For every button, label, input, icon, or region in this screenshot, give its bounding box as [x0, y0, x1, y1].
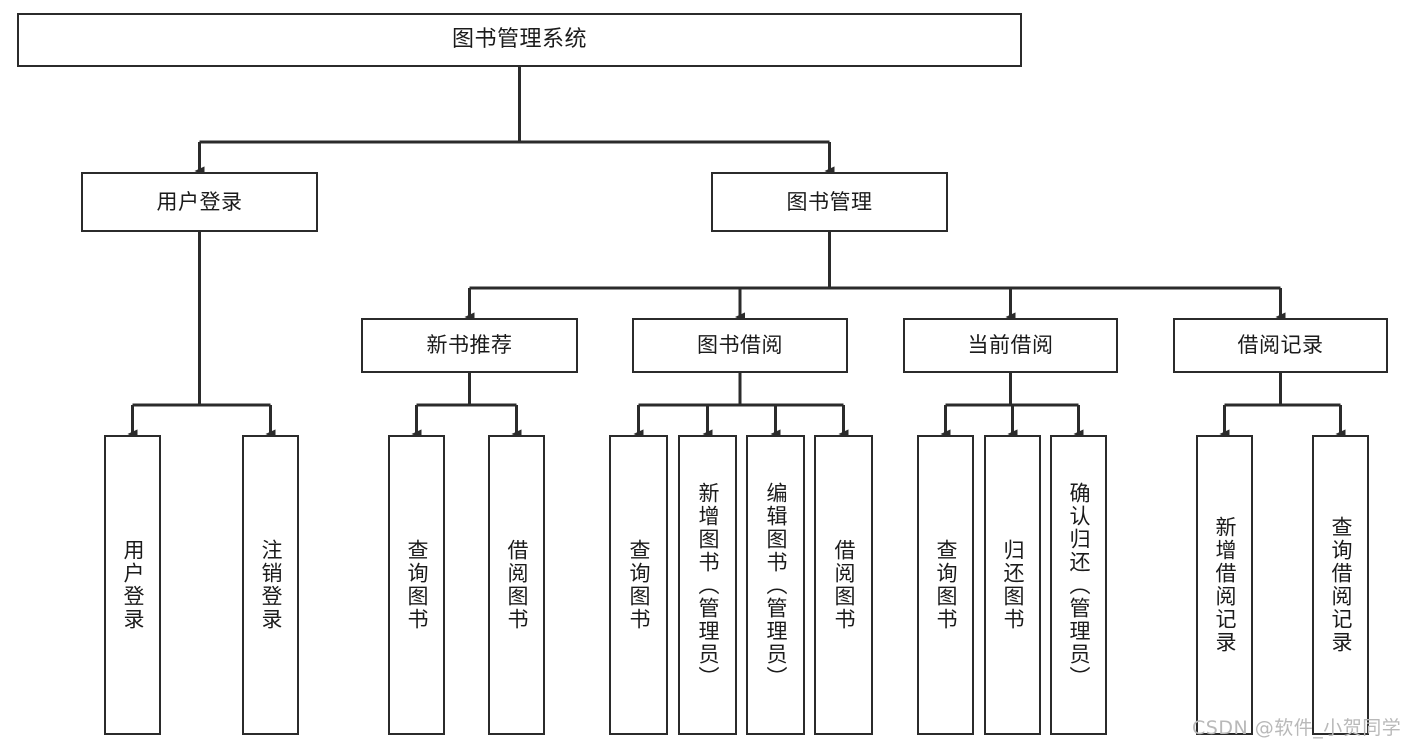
node-leaf-bb-borrow[interactable]: 借阅图书	[814, 435, 873, 735]
node-book-manage[interactable]: 图书管理	[711, 172, 948, 232]
node-label-leaf-cb-query: 查询图书	[933, 539, 958, 631]
node-leaf-cb-query[interactable]: 查询图书	[917, 435, 974, 735]
node-leaf-bb-add[interactable]: 新增图书（管理员）	[678, 435, 737, 735]
node-label-book-borrow: 图书借阅	[697, 333, 783, 358]
node-leaf-cb-confirm[interactable]: 确认归还（管理员）	[1050, 435, 1107, 735]
node-leaf-user-logout[interactable]: 注销登录	[242, 435, 299, 735]
node-label-leaf-bb-borrow: 借阅图书	[831, 539, 856, 631]
node-borrow-record[interactable]: 借阅记录	[1173, 318, 1388, 373]
node-label-leaf-bb-query: 查询图书	[626, 539, 651, 631]
node-leaf-rec-borrow[interactable]: 借阅图书	[488, 435, 545, 735]
node-label-leaf-br-add: 新增借阅记录	[1212, 516, 1237, 654]
node-leaf-cb-return[interactable]: 归还图书	[984, 435, 1041, 735]
node-label-leaf-rec-query: 查询图书	[404, 539, 429, 631]
node-leaf-bb-edit[interactable]: 编辑图书（管理员）	[746, 435, 805, 735]
node-current-borrow[interactable]: 当前借阅	[903, 318, 1118, 373]
node-leaf-user-login[interactable]: 用户登录	[104, 435, 161, 735]
node-label-leaf-cb-return: 归还图书	[1000, 539, 1025, 631]
node-label-leaf-br-query: 查询借阅记录	[1328, 516, 1353, 654]
node-root[interactable]: 图书管理系统	[17, 13, 1022, 67]
node-leaf-rec-query[interactable]: 查询图书	[388, 435, 445, 735]
node-label-leaf-rec-borrow: 借阅图书	[504, 539, 529, 631]
node-leaf-bb-query[interactable]: 查询图书	[609, 435, 668, 735]
node-label-leaf-cb-confirm: 确认归还（管理员）	[1066, 481, 1091, 689]
node-leaf-br-add[interactable]: 新增借阅记录	[1196, 435, 1253, 735]
node-label-new-book-rec: 新书推荐	[426, 333, 513, 358]
node-label-leaf-user-login: 用户登录	[120, 539, 145, 631]
node-label-root: 图书管理系统	[451, 27, 587, 53]
node-label-leaf-bb-edit: 编辑图书（管理员）	[763, 481, 788, 689]
node-label-leaf-bb-add: 新增图书（管理员）	[695, 481, 720, 689]
node-label-current-borrow: 当前借阅	[967, 333, 1054, 358]
node-label-book-manage: 图书管理	[786, 189, 873, 214]
node-label-leaf-user-logout: 注销登录	[258, 539, 283, 631]
node-book-borrow[interactable]: 图书借阅	[632, 318, 848, 373]
node-user-login[interactable]: 用户登录	[81, 172, 318, 232]
csdn-watermark: CSDN @软件_小贺同学	[1192, 717, 1402, 739]
node-new-book-rec[interactable]: 新书推荐	[361, 318, 578, 373]
node-leaf-br-query[interactable]: 查询借阅记录	[1312, 435, 1369, 735]
node-label-borrow-record: 借阅记录	[1237, 333, 1324, 358]
node-label-user-login: 用户登录	[156, 189, 243, 214]
